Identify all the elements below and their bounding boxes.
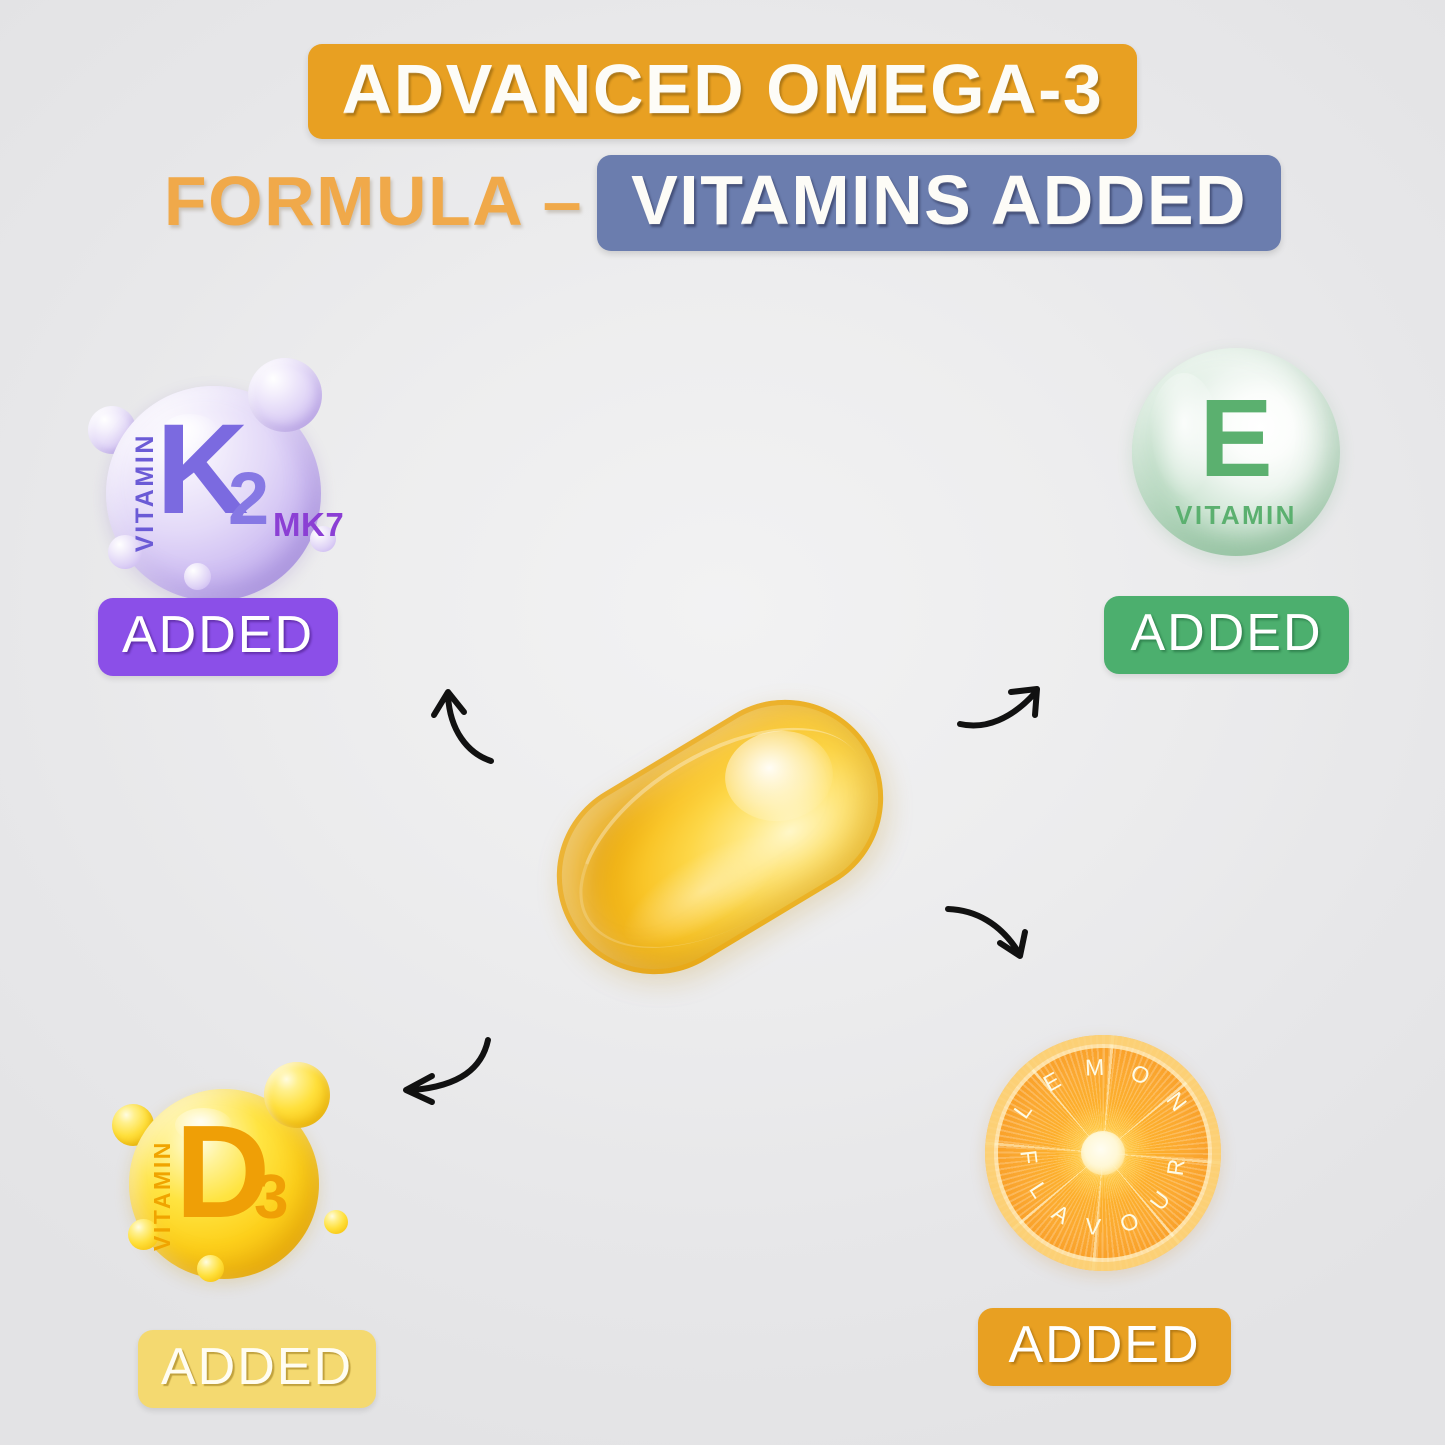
arrow-bottom-left-icon [403, 1037, 491, 1105]
k2-bubble-bottom-icon [184, 563, 211, 590]
d3-letter: D [175, 1098, 271, 1245]
headline-badge-advanced-omega3: ADVANCED OMEGA-3 [307, 44, 1138, 140]
e-sphere-icon [1132, 348, 1340, 556]
citrus-core [1081, 1131, 1125, 1175]
k2-letter: K [156, 398, 249, 541]
k2-bubble-bottom-right-icon [310, 526, 336, 552]
d3-bubble-bottom-right-icon [324, 1210, 348, 1234]
lemon-flavour-graphic: L E M O N F L A V O U R [985, 1035, 1225, 1275]
arrow-top-right-icon [957, 686, 1040, 729]
lemon-flavour-added-badge: ADDED [978, 1308, 1231, 1386]
k2-bubble-bottom-left-icon [108, 535, 142, 569]
headline-text-formula: FORMULA – [163, 162, 584, 241]
e-vitamin-label: VITAMIN [1175, 500, 1297, 530]
vitamin-e-graphic: E VITAMIN [1132, 348, 1352, 568]
vitamin-d3-graphic: VITAMIN D 3 [112, 1062, 382, 1292]
k2-subscript: 2 [228, 457, 270, 540]
d3-subscript: 3 [254, 1163, 289, 1232]
d3-vitamin-label: VITAMIN [149, 1139, 176, 1252]
arrow-bottom-right-icon [945, 906, 1028, 959]
k2-bubble-top-right-icon [248, 358, 322, 432]
vitamin-e-added-badge: ADDED [1104, 596, 1349, 674]
d3-bubble-top-right-icon [264, 1062, 330, 1128]
softgel-capsule-icon [520, 663, 920, 1011]
headline-line-2: FORMULA – VITAMINS ADDED [0, 155, 1445, 251]
vitamin-d3-added-badge: ADDED [138, 1330, 376, 1408]
d3-bubble-bottom-left-icon [128, 1219, 159, 1250]
vitamin-k2-added-badge: ADDED [98, 598, 338, 676]
headline-block: ADVANCED OMEGA-3 FORMULA – VITAMINS ADDE… [0, 44, 1445, 267]
k2-mk7-label: MK7 [273, 506, 345, 543]
citrus-slice-icon [985, 1035, 1221, 1271]
vitamin-k2-graphic: VITAMIN K 2 MK7 [88, 358, 388, 601]
d3-bubble-bottom-icon [197, 1255, 224, 1282]
e-letter: E [1199, 377, 1273, 500]
headline-badge-vitamins-added: VITAMINS ADDED [597, 155, 1282, 251]
citrus-rind [985, 1035, 1221, 1271]
headline-line-1: ADVANCED OMEGA-3 [0, 44, 1445, 140]
omega3-capsule-graphic [520, 663, 920, 1011]
